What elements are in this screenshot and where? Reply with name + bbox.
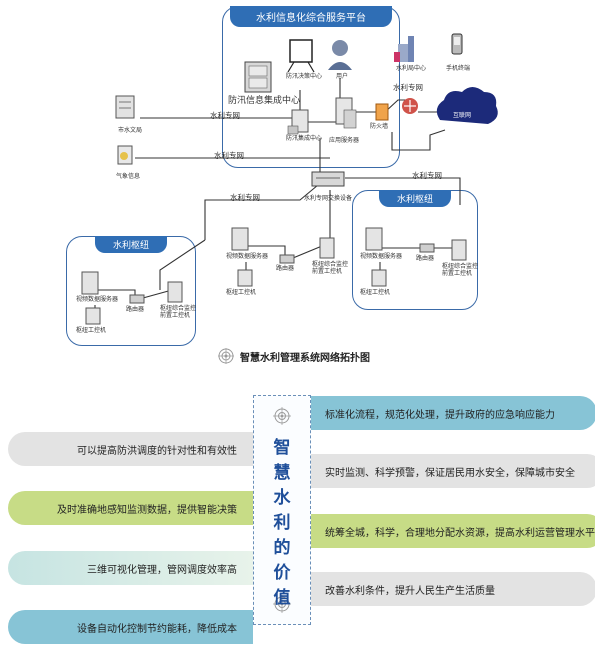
label-user: 用户 xyxy=(336,73,349,80)
title-char-4: 利 xyxy=(273,513,291,533)
label-link-e: 水利专网 xyxy=(230,193,260,202)
label-left-router: 路由器 xyxy=(126,306,145,313)
title-char-1: 智 xyxy=(273,438,291,458)
label-mobile: 手机终端 xyxy=(446,65,471,72)
label-switch: 水利专网交换设备 xyxy=(304,195,353,202)
diagram-caption: 智慧水利管理系统网络拓扑图 xyxy=(218,348,370,364)
label-app-server: 应用服务器 xyxy=(329,137,360,144)
server-icon-app xyxy=(335,97,357,129)
router-icon-top xyxy=(402,98,418,114)
topology-links xyxy=(81,33,498,325)
label-link-b: 水利专网 xyxy=(210,111,240,120)
right-hub-controller-icon xyxy=(451,239,467,261)
label-flood-host: 防汛集成中心 xyxy=(286,135,323,142)
label-left-ws: 枢纽工控机 xyxy=(76,327,107,334)
label-right-ctrl: 枢纽综合监控 前置工控机 xyxy=(442,263,479,277)
hydrology-server-icon xyxy=(115,95,135,119)
label-mid-server: 视频数据服务器 xyxy=(226,253,269,260)
value-left-item-1: 可以提高防洪调度的针对性和有效性 xyxy=(8,432,253,466)
value-left-text-1: 可以提高防洪调度的针对性和有效性 xyxy=(77,445,237,457)
title-char-3: 水 xyxy=(273,488,291,508)
label-mid-ctrl: 枢纽综合监控 前置工控机 xyxy=(312,261,349,275)
value-right-text-1: 标准化流程，规范化处理，提升政府的应急响应能力 xyxy=(325,409,555,421)
value-left-item-2: 及时准确地感知监测数据，提供智能决策 xyxy=(8,491,253,525)
value-left-text-3: 三维可视化管理，管网调度效率高 xyxy=(87,564,237,576)
value-right-text-2: 实时监测、科学预警，保证居民用水安全，保障城市安全 xyxy=(325,467,575,479)
caption-text: 智慧水利管理系统网络拓扑图 xyxy=(240,352,370,364)
target-icon-top xyxy=(273,407,291,425)
left-hub-controller-icon xyxy=(167,281,183,303)
target-icon xyxy=(218,348,234,364)
value-right-item-2: 实时监测、科学预警，保证居民用水安全，保障城市安全 xyxy=(309,454,595,488)
label-left-ctrl: 枢纽综合监控 前置工控机 xyxy=(160,305,197,319)
hub-right-title: 水利枢纽 xyxy=(378,190,452,207)
target-icon-bottom xyxy=(273,595,291,613)
value-right-text-3: 统筹全城，科学，合理地分配水资源，提高水利运营管理水平 xyxy=(325,527,595,539)
label-mid-ws: 枢纽工控机 xyxy=(226,289,257,296)
value-right-item-3: 统筹全城，科学，合理地分配水资源，提高水利运营管理水平 xyxy=(309,514,595,548)
mid-hub-router-icon xyxy=(279,254,295,264)
label-hydrology: 市水文局 xyxy=(118,127,143,134)
right-hub-server-icon xyxy=(365,227,383,251)
label-internet: 互联网 xyxy=(453,112,472,119)
center-decor xyxy=(273,407,291,613)
label-right-router: 路由器 xyxy=(416,255,435,262)
mobile-phone-icon xyxy=(451,33,463,55)
right-hub-workstation-icon xyxy=(371,269,387,287)
label-mid-router: 路由器 xyxy=(276,265,295,272)
value-left-text-4: 设备自动化控制节约能耗，降低成本 xyxy=(77,623,237,635)
value-right-item-4: 改善水利条件，提升人民生产生活质量 xyxy=(309,572,595,606)
title-char-6: 价 xyxy=(273,563,291,583)
value-right-item-1: 标准化流程，规范化处理，提升政府的应急响应能力 xyxy=(309,396,595,430)
mid-hub-workstation-icon xyxy=(237,269,253,287)
projector-board-icon xyxy=(287,39,315,73)
server-icon-flood xyxy=(287,109,309,135)
value-left-item-3: 三维可视化管理，管网调度效率高 xyxy=(8,551,253,585)
label-right-ws: 枢纽工控机 xyxy=(360,289,391,296)
label-firewall: 防火墙 xyxy=(370,123,389,130)
label-weather: 气象信息 xyxy=(116,173,141,180)
right-hub-router-icon xyxy=(419,243,435,253)
title-char-5: 的 xyxy=(273,538,291,558)
value-center-column: 智 慧 水 利 的 价 值 xyxy=(253,395,311,625)
label-link-c: 水利专网 xyxy=(214,151,244,160)
title-char-2: 慧 xyxy=(273,463,291,483)
left-hub-workstation-icon xyxy=(85,307,101,325)
label-right-server: 视频数据服务器 xyxy=(360,253,403,260)
title-char-7: 值 xyxy=(273,588,291,608)
weather-computer-icon xyxy=(117,145,133,165)
value-right-text-4: 改善水利条件，提升人民生产生活质量 xyxy=(325,585,495,597)
label-link-d: 水利专网 xyxy=(412,171,442,180)
value-left-text-2: 及时准确地感知监测数据，提供智能决策 xyxy=(57,504,237,516)
city-building-icon xyxy=(394,36,414,62)
hub-left-title: 水利枢纽 xyxy=(94,236,168,253)
value-center-title: 智 慧 水 利 的 价 值 xyxy=(254,436,310,611)
value-left-item-4: 设备自动化控制节约能耗，降低成本 xyxy=(8,610,253,644)
label-link-a: 水利专网 xyxy=(393,83,423,92)
mid-hub-server-icon xyxy=(231,227,249,251)
platform-title: 水利信息化综合服务平台 xyxy=(230,6,392,27)
label-water-center: 水利局中心 xyxy=(396,65,427,72)
left-hub-server-icon xyxy=(81,271,99,295)
left-hub-router-icon xyxy=(129,294,145,304)
label-flood-decision: 防汛决策中心 xyxy=(286,73,323,80)
firewall-icon xyxy=(375,103,389,121)
label-flood-center: 防汛信息集成中心 xyxy=(228,96,301,106)
video-wall-icon xyxy=(244,61,272,93)
internet-cloud-icon xyxy=(436,87,498,124)
network-switch-icon xyxy=(311,171,345,187)
mid-hub-controller-icon xyxy=(319,237,335,259)
user-icon xyxy=(328,40,352,70)
label-left-server: 视频数据服务器 xyxy=(76,296,119,303)
